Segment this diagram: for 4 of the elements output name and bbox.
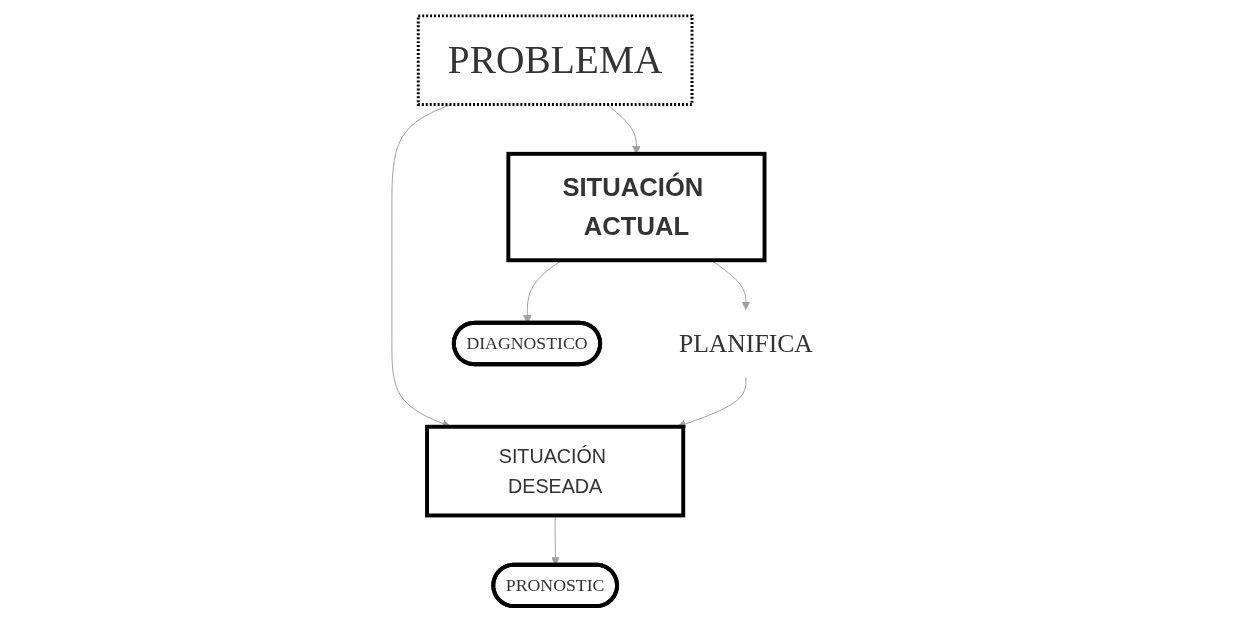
node-text: PLANIFICA	[678, 329, 813, 358]
node-box: PROBLEMA	[416, 14, 694, 107]
node-box: SITUACIÓN ACTUAL	[506, 151, 767, 263]
node-box: SITUACIÓN DESEADA	[424, 424, 686, 518]
